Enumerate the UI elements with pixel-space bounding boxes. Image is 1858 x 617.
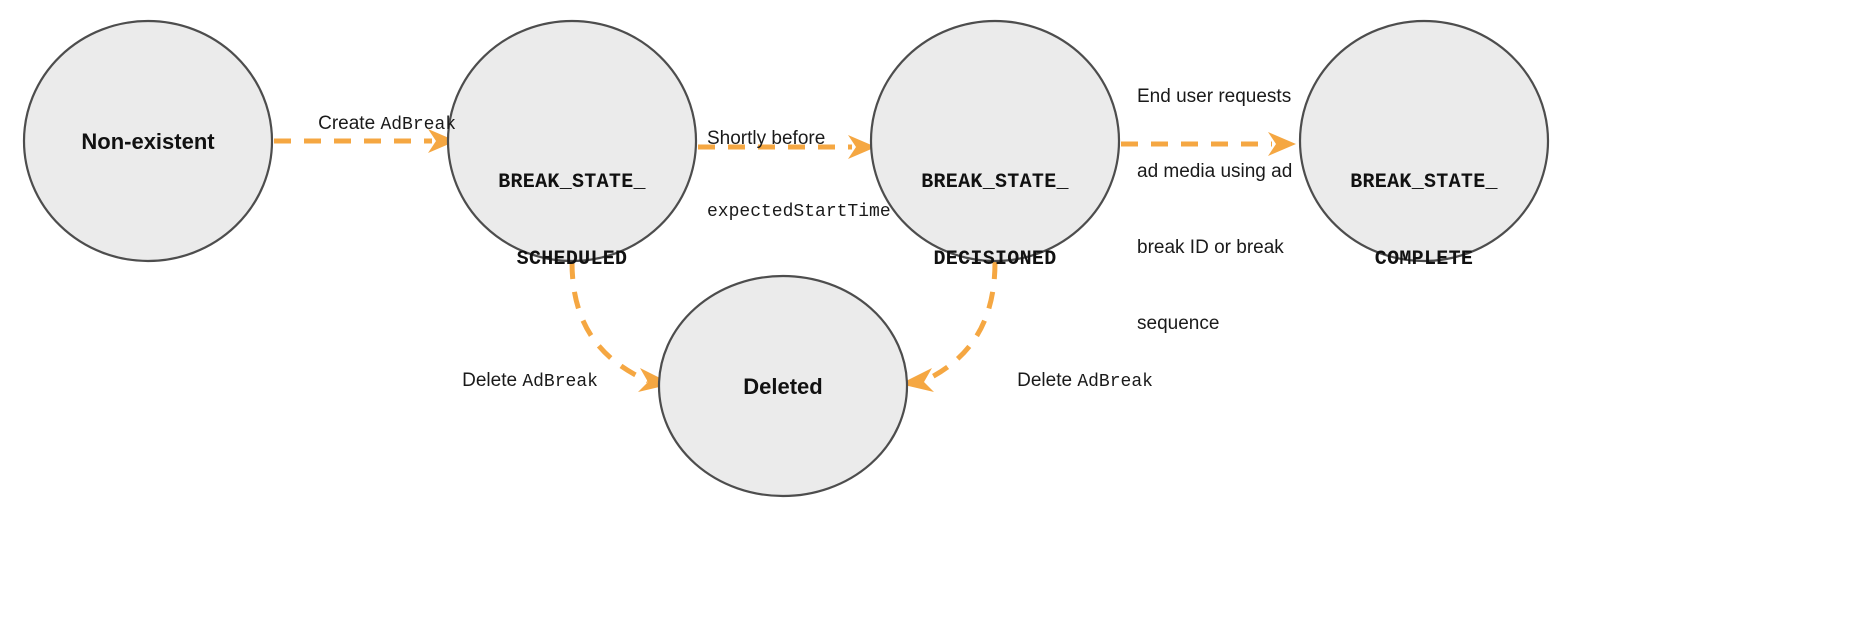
- edge-shortly-before: [698, 135, 876, 159]
- edge-create-adbreak: [274, 129, 456, 153]
- arrowhead-end-user-requests: [1268, 132, 1296, 156]
- node-deleted[interactable]: [657, 274, 909, 498]
- edge-line-delete-from-scheduled: [569, 261, 650, 384]
- edge-end-user-requests: [1121, 132, 1296, 156]
- node-break-state-decisioned[interactable]: [869, 19, 1121, 263]
- edge-delete-from-decisioned: [900, 261, 998, 392]
- arrowhead-create-adbreak: [428, 129, 456, 153]
- arrowhead-shortly-before: [848, 135, 876, 159]
- edge-delete-from-scheduled: [569, 261, 672, 392]
- node-break-state-scheduled[interactable]: [446, 19, 698, 263]
- arrowhead-delete-from-decisioned: [900, 368, 934, 392]
- node-break-state-complete[interactable]: [1298, 19, 1550, 263]
- node-non-existent[interactable]: [22, 19, 274, 263]
- edge-line-delete-from-decisioned: [922, 261, 998, 384]
